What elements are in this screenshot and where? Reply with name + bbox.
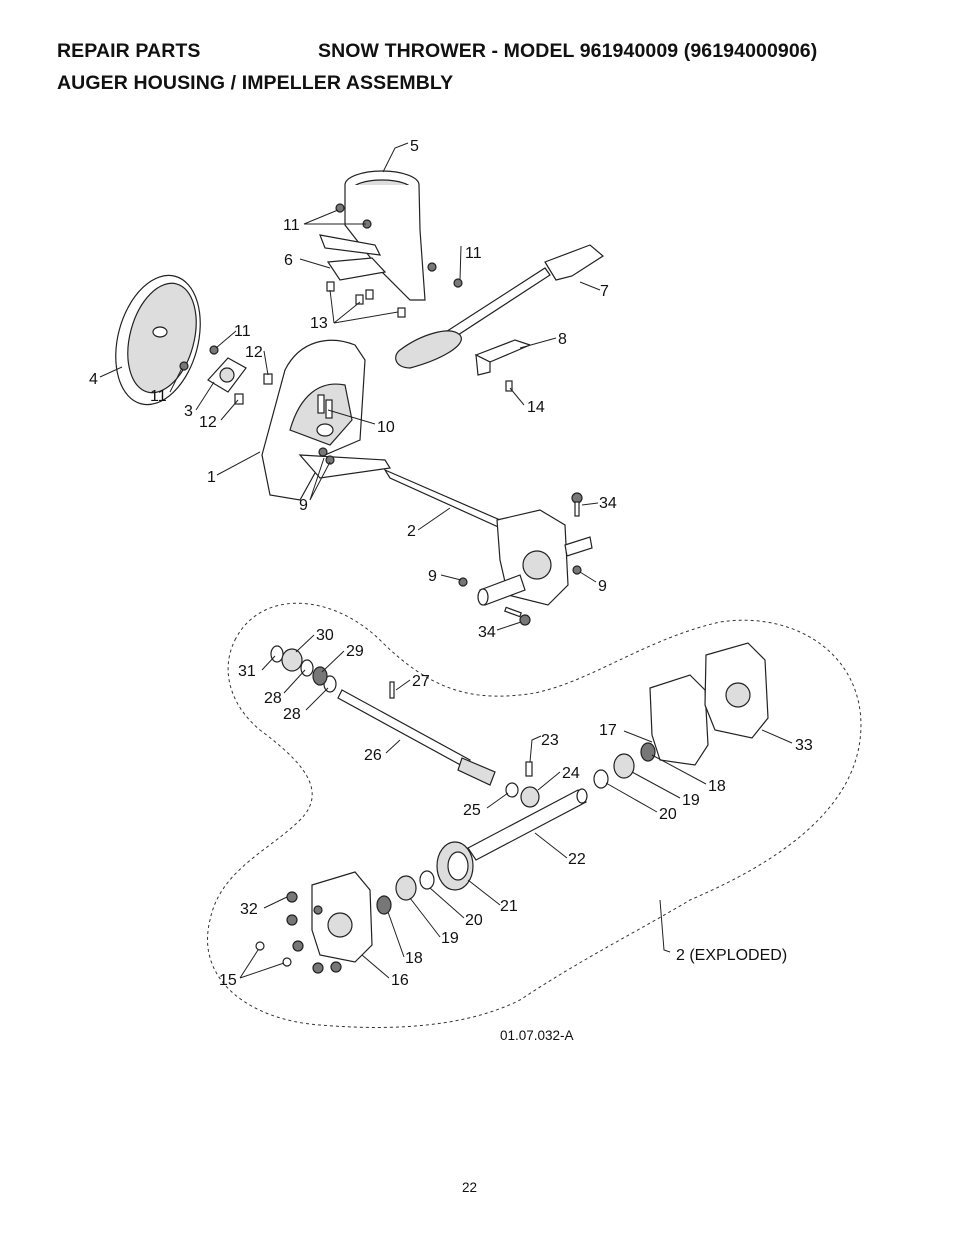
callout-11: 11 — [283, 217, 300, 234]
pulley-part-4 — [115, 274, 201, 406]
output-shaft-part-22 — [467, 788, 588, 861]
callout-13: 13 — [310, 315, 328, 332]
callout-14: 14 — [527, 399, 545, 416]
bolt-part-10 — [317, 394, 333, 419]
callout-2-exploded: 2 (EXPLODED) — [676, 947, 787, 964]
callout-21: 21 — [500, 898, 518, 915]
callout-25: 25 — [463, 802, 481, 819]
header-repair-parts: REPAIR PARTS — [57, 40, 201, 62]
drawing-number: 01.07.032-A — [500, 1028, 574, 1043]
callout-labels: 5 11 6 11 7 13 8 11 12 4 11 3 12 14 10 1… — [89, 138, 813, 1195]
callout-2: 2 — [407, 523, 416, 540]
leader-lines — [99, 142, 793, 979]
bearing-flange-part-3 — [207, 357, 247, 393]
nut-part-9-upper — [318, 447, 335, 465]
callout-29: 29 — [346, 643, 364, 660]
callout-27: 27 — [412, 673, 430, 690]
bearing-part-24 — [520, 786, 540, 808]
bracket-part-8 — [474, 339, 532, 376]
chute-part-5 — [319, 170, 426, 301]
callout-7: 7 — [600, 283, 609, 300]
key-part-23 — [525, 761, 533, 777]
bearing-part-19 — [395, 753, 635, 901]
screw-part-13 — [326, 281, 406, 318]
washer-part-25 — [505, 782, 519, 798]
gasket-part-17 — [649, 674, 709, 766]
callout-26: 26 — [364, 747, 382, 764]
callout-4: 4 — [89, 371, 98, 388]
callout-16: 16 — [391, 972, 409, 989]
callout-9: 9 — [428, 568, 437, 585]
worm-shaft-part-26 — [337, 689, 496, 786]
page-number: 22 — [462, 1180, 477, 1195]
callout-34: 34 — [599, 495, 617, 512]
bolt-part-12 — [234, 373, 273, 405]
callout-24: 24 — [562, 765, 580, 782]
callout-11: 11 — [150, 388, 167, 405]
callout-8: 8 — [558, 331, 567, 348]
callout-30: 30 — [316, 627, 334, 644]
callout-28: 28 — [283, 706, 301, 723]
header-model: SNOW THROWER - MODEL 961940009 (96194000… — [318, 40, 818, 62]
callout-3: 3 — [184, 403, 193, 420]
bearing-part-30 — [281, 648, 303, 672]
callout-12: 12 — [245, 344, 263, 361]
bolt-part-34 — [504, 492, 583, 626]
callout-17: 17 — [599, 722, 617, 739]
auger-housing-part-1 — [261, 339, 391, 501]
callout-20: 20 — [659, 806, 677, 823]
callout-15: 15 — [219, 972, 237, 989]
seal-part-18 — [376, 742, 656, 915]
callout-22: 22 — [568, 851, 586, 868]
callout-33: 33 — [795, 737, 813, 754]
callout-11: 11 — [465, 245, 482, 262]
callout-18: 18 — [405, 950, 423, 967]
callout-19: 19 — [682, 792, 700, 809]
callout-23: 23 — [541, 732, 559, 749]
gearbox-part-2 — [383, 468, 593, 606]
callout-10: 10 — [377, 419, 395, 436]
screw-part-14 — [505, 380, 513, 392]
callout-5: 5 — [410, 138, 419, 155]
callout-34: 34 — [478, 624, 496, 641]
gear-case-part-16 — [311, 871, 373, 963]
key-part-27 — [389, 681, 395, 699]
callout-31: 31 — [238, 663, 256, 680]
washer-part-28 — [300, 659, 337, 693]
callout-20: 20 — [465, 912, 483, 929]
handle-rod-part-7 — [395, 244, 605, 369]
header-assembly-title: AUGER HOUSING / IMPELLER ASSEMBLY — [57, 72, 454, 94]
seal-part-29 — [312, 666, 328, 686]
callout-1: 1 — [207, 469, 216, 486]
callout-9: 9 — [598, 578, 607, 595]
callout-18: 18 — [708, 778, 726, 795]
callout-11: 11 — [234, 323, 251, 340]
washer-part-31 — [270, 645, 284, 663]
callout-28: 28 — [264, 690, 282, 707]
gear-case-part-33 — [704, 642, 769, 739]
callout-19: 19 — [441, 930, 459, 947]
exploded-boundary — [207, 602, 862, 1028]
fitting-part-15 — [255, 941, 292, 967]
callout-32: 32 — [240, 901, 258, 918]
screw-part-32 — [286, 891, 342, 974]
bracket-part-6 — [326, 257, 387, 281]
callout-12: 12 — [199, 414, 217, 431]
washer-part-20 — [419, 769, 609, 890]
worm-gear-part-21 — [436, 841, 474, 891]
callout-6: 6 — [284, 252, 293, 269]
callout-9: 9 — [299, 497, 308, 514]
